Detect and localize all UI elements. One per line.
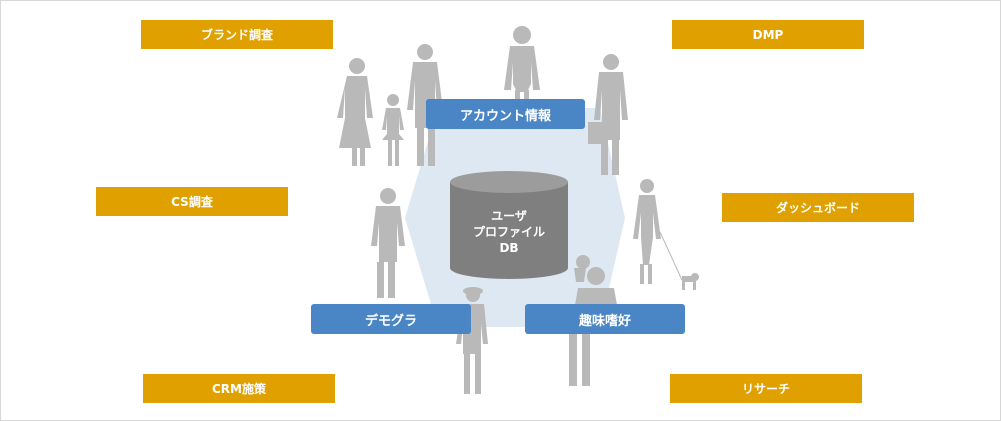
attribute-label-account: アカウント情報 [426, 99, 585, 129]
attribute-label-demographics: デモグラ [311, 304, 471, 334]
source-label-research: リサーチ [670, 374, 862, 403]
source-label-dmp: DMP [672, 20, 864, 49]
person-woman-left-icon [337, 58, 373, 166]
database-label-line3: DB [499, 241, 519, 255]
attribute-label-hobbies: 趣味嗜好 [525, 304, 685, 334]
database-label-line1: ユーザ [491, 209, 527, 223]
person-suit-icon [371, 188, 405, 298]
person-child-icon [382, 94, 404, 166]
person-man-bag-icon [588, 54, 628, 175]
person-woman-dog-icon [633, 179, 699, 290]
database-cylinder-icon [450, 171, 568, 279]
database-label-line2: プロファイル [472, 225, 545, 239]
source-label-crm: CRM施策 [143, 374, 335, 403]
source-label-dashboard: ダッシュボード [722, 193, 914, 222]
source-label-brand-survey: ブランド調査 [141, 20, 333, 49]
source-label-cs-survey: CS調査 [96, 187, 288, 216]
person-woman-top-icon [504, 26, 540, 106]
database-label: ユーザ プロファイル DB [452, 208, 566, 256]
